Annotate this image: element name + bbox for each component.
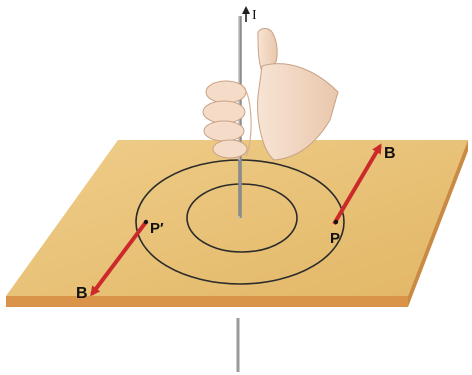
- field-label-right: B: [384, 145, 396, 162]
- point-p-prime-label: P′: [150, 220, 164, 237]
- right-hand-thumb-up-icon: [202, 28, 339, 161]
- point-p-label: P: [330, 230, 340, 247]
- field-vector-left: [90, 220, 148, 297]
- field-line-inner: [186, 183, 298, 253]
- current-label: I: [252, 8, 257, 23]
- board-top-face: [6, 140, 468, 296]
- field-vector-right: [332, 143, 382, 226]
- field-label-left: B: [76, 285, 88, 302]
- point-p-marker: [333, 219, 339, 225]
- board-right-edge: [408, 140, 468, 307]
- board-front-edge: [6, 296, 408, 307]
- point-p-prime-marker: [143, 219, 149, 225]
